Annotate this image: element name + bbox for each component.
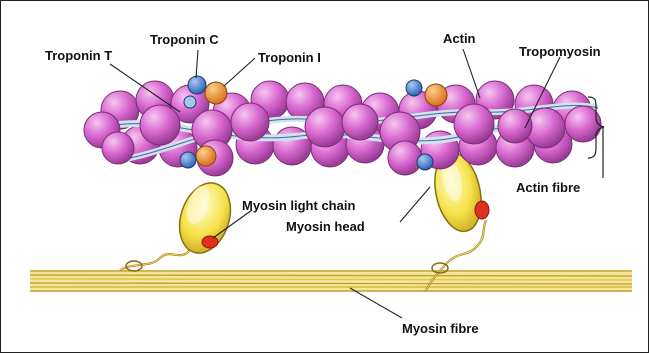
label-troponin-i: Troponin I <box>258 50 321 65</box>
troponin-i-left <box>205 82 227 104</box>
myosin-light-chain-left <box>202 236 218 248</box>
myosin-fibre-bundle <box>30 270 632 292</box>
label-actin-fibre: Actin fibre <box>516 180 580 195</box>
myosin-light-chain-right <box>475 201 489 219</box>
label-actin: Actin <box>443 31 476 46</box>
label-myosin-light-chain: Myosin light chain <box>242 198 355 213</box>
label-troponin-c: Troponin C <box>150 32 219 47</box>
label-myosin-head: Myosin head <box>286 219 365 234</box>
myosin-head-left <box>120 176 239 271</box>
label-troponin-t: Troponin T <box>45 48 112 63</box>
label-myosin-fibre: Myosin fibre <box>402 321 479 336</box>
label-tropomyosin: Tropomyosin <box>519 44 601 59</box>
troponin-c-left <box>188 76 206 94</box>
